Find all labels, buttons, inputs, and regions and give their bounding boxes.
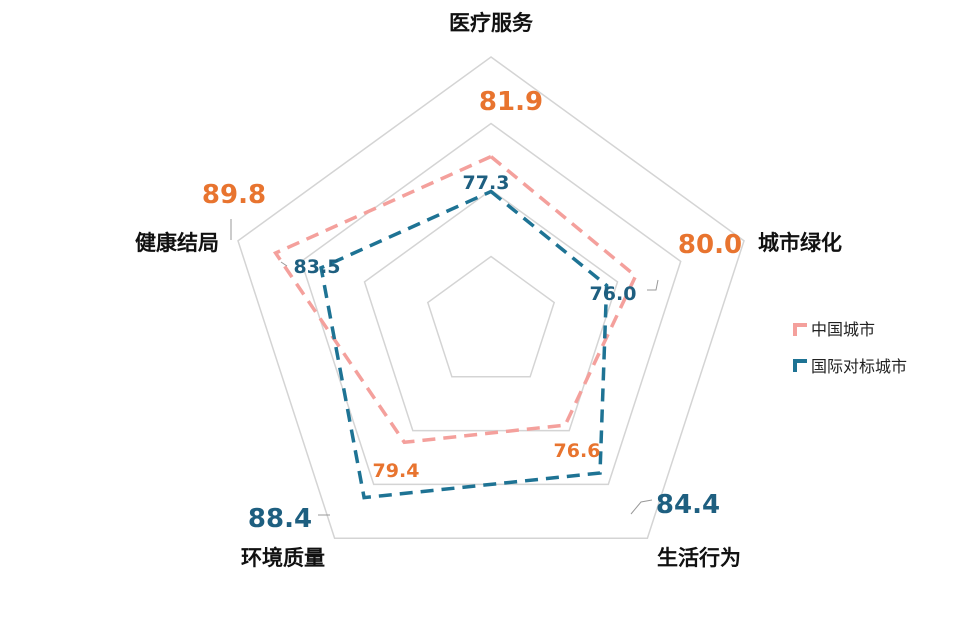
radar-grid xyxy=(237,56,745,539)
data-label-cn-lifestyle: 76.6 xyxy=(554,440,601,462)
legend-item-china[interactable]: 中国城市 xyxy=(793,320,875,339)
data-label-intl-environment: 88.4 xyxy=(248,504,312,534)
axis-labels: 医疗服务 城市绿化 生活行为 环境质量 健康结局 xyxy=(135,11,842,570)
legend-label-intl: 国际对标城市 xyxy=(811,357,907,376)
data-label-cn-health: 89.8 xyxy=(202,180,266,210)
data-label-cn-medical: 81.9 xyxy=(479,87,543,117)
data-label-cn-environment: 79.4 xyxy=(373,460,420,482)
data-label-intl-greening: 76.0 xyxy=(590,283,637,305)
leader-line-lifestyle xyxy=(630,499,653,515)
axis-label-health: 健康结局 xyxy=(135,231,219,255)
axis-label-greening: 城市绿化 xyxy=(758,231,842,255)
legend-label-china: 中国城市 xyxy=(811,320,875,339)
grid-ring-4 xyxy=(237,56,745,539)
leader-line-greening xyxy=(647,279,659,291)
legend-marker-intl xyxy=(793,359,807,372)
series-line-china xyxy=(272,154,638,445)
legend-item-intl[interactable]: 国际对标城市 xyxy=(793,357,907,376)
data-label-intl-medical: 77.3 xyxy=(463,172,510,194)
legend: 中国城市 国际对标城市 xyxy=(793,320,907,376)
value-labels: 81.9 80.0 76.6 79.4 89.8 77.3 76.0 84.4 … xyxy=(202,87,742,534)
series-layer xyxy=(272,154,638,500)
data-label-intl-health: 83.5 xyxy=(294,256,341,278)
axis-label-lifestyle: 生活行为 xyxy=(657,546,741,570)
grid-ring-2 xyxy=(363,189,619,432)
axis-label-medical: 医疗服务 xyxy=(449,11,534,35)
axis-label-environment: 环境质量 xyxy=(241,546,325,570)
leader-line-health-intl xyxy=(280,261,288,267)
data-label-cn-greening: 80.0 xyxy=(678,230,742,260)
leader-lines xyxy=(230,219,659,516)
legend-marker-china xyxy=(793,323,807,336)
grid-ring-1 xyxy=(426,255,556,378)
data-label-intl-lifestyle: 84.4 xyxy=(656,490,720,520)
